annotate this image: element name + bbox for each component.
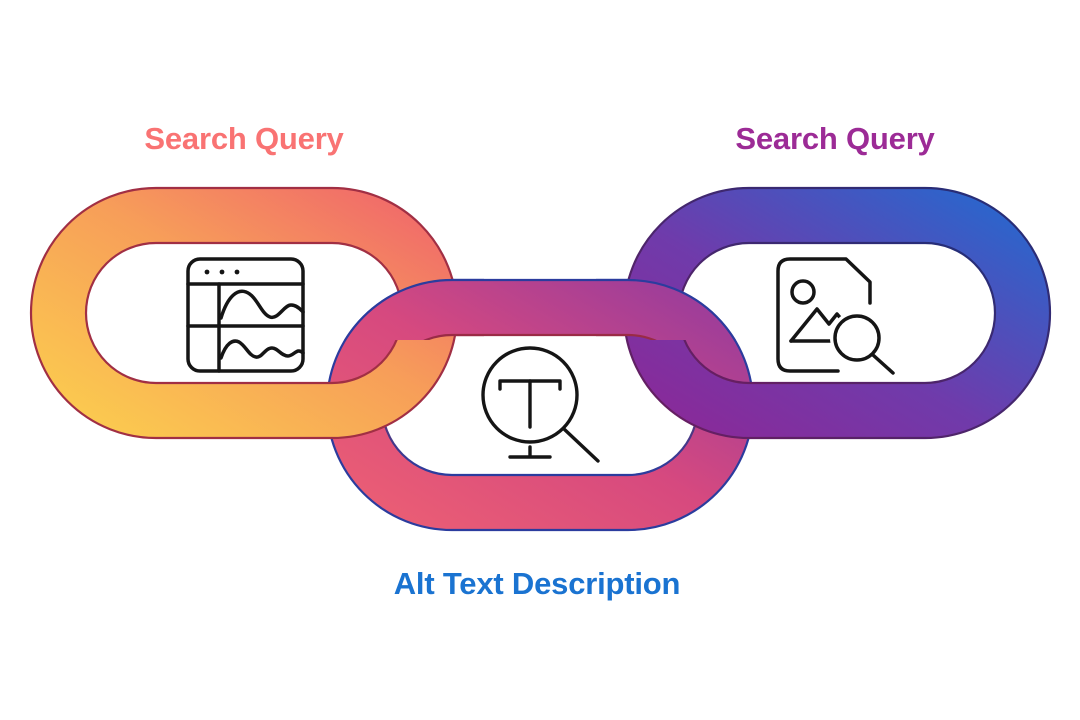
browser-analytics-icon: [186, 257, 305, 373]
sun-dot: [790, 279, 816, 305]
chain-link-right: [622, 186, 1052, 440]
text-search-icon: [481, 346, 600, 463]
label-search-query-left: Search Query: [144, 121, 344, 156]
document-outline: [776, 257, 872, 373]
label-search-query-right: Search Query: [735, 121, 935, 156]
mountains: [789, 307, 845, 343]
magnifier-handle: [871, 353, 895, 375]
wave-line-top: [219, 289, 305, 320]
image-search-icon: [776, 257, 895, 375]
chain-link-left: [29, 186, 459, 440]
magnifier-lens: [833, 314, 881, 362]
label-alt-text-description: Alt Text Description: [393, 566, 681, 601]
magnifier-handle: [562, 427, 600, 463]
wave-line-bottom: [219, 339, 305, 360]
